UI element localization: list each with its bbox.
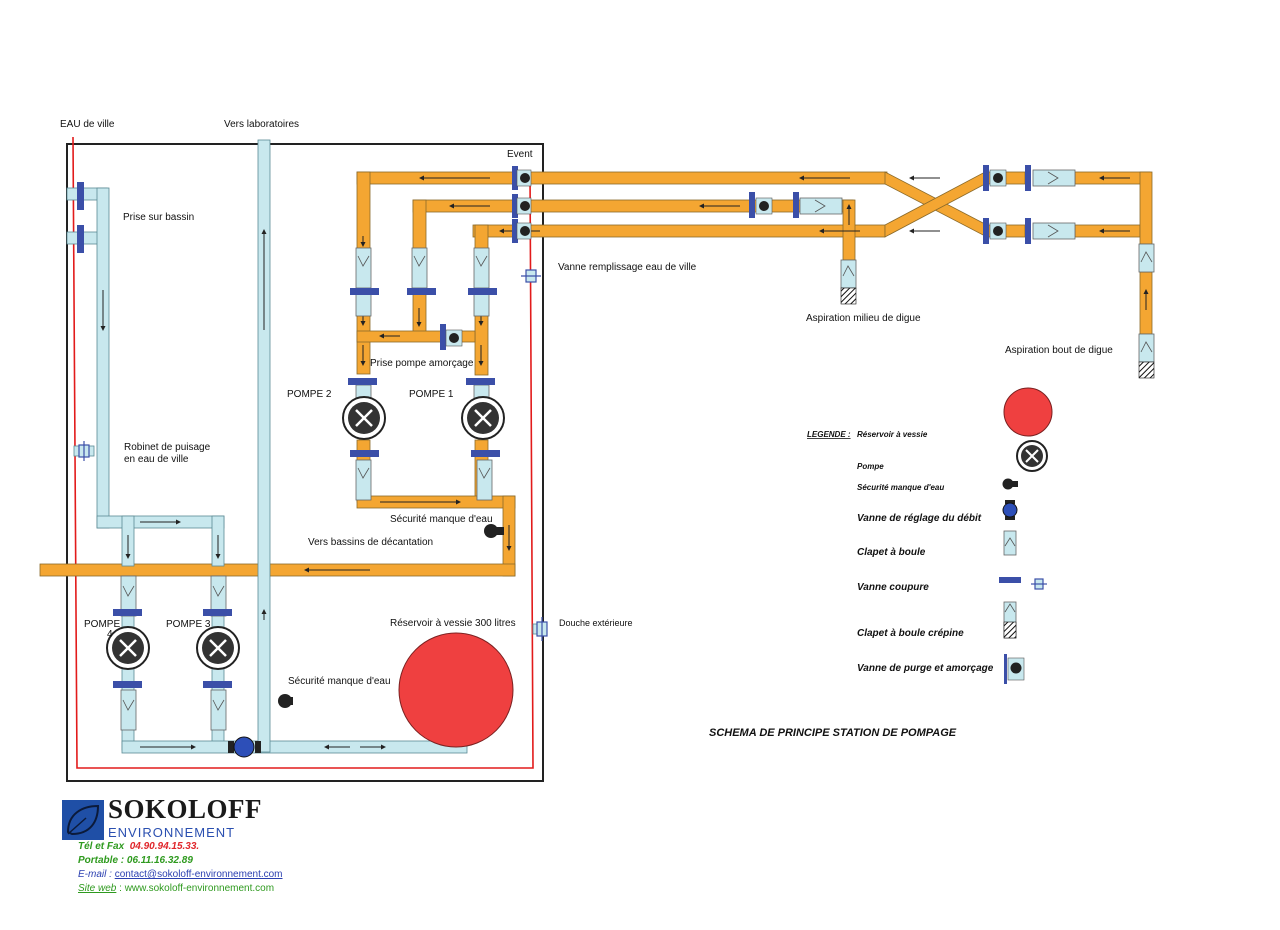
company-subtitle: ENVIRONNEMENT (108, 825, 236, 840)
company-logo (62, 800, 104, 840)
label-aspiration-milieu: Aspiration milieu de digue (806, 313, 921, 324)
label-securite-1: Sécurité manque d'eau (390, 514, 493, 525)
contact-web: Site web : www.sokoloff-environnement.co… (78, 883, 274, 894)
pump-2 (342, 396, 386, 440)
water-safety-switches (278, 478, 1018, 708)
web-link[interactable]: www.sokoloff-environnement.com (124, 883, 275, 894)
purge-valves (445, 169, 1025, 684)
label-pompe-4-2: 4 (107, 629, 113, 640)
legend-reservoir-icon (1003, 387, 1053, 437)
shutoff-valves (77, 165, 1031, 688)
web-separator: : (116, 883, 125, 894)
legend-pump-icon (1016, 440, 1048, 472)
legend: LEGENDE : Réservoir à vessie Pompe Sécur… (807, 430, 994, 674)
diagram-title: SCHEMA DE PRINCIPE STATION DE POMPAGE (709, 727, 957, 739)
label-vers-laboratoires: Vers laboratoires (224, 119, 299, 130)
label-pompe-4-1: POMPE (84, 619, 120, 630)
strainer-hatches (840, 287, 1155, 639)
legend-vanne-purge: Vanne de purge et amorçage (857, 663, 994, 674)
legend-flow-valve-icon (1002, 500, 1018, 520)
flow-regulating-valve (228, 736, 261, 758)
legend-reservoir: Réservoir à vessie (857, 430, 928, 439)
check-valve-marks (122, 171, 1153, 711)
company-name: SOKOLOFF (108, 794, 263, 824)
pump-4 (106, 626, 150, 670)
label-event: Event (507, 149, 533, 160)
legend-heading: LEGENDE : (807, 430, 851, 439)
label-aspiration-bout: Aspiration bout de digue (1005, 345, 1113, 356)
web-label: Site web (78, 883, 117, 894)
legend-clapet: Clapet à boule (857, 547, 926, 558)
legend-securite: Sécurité manque d'eau (857, 483, 944, 492)
pumps (106, 396, 1048, 670)
pump-3 (196, 626, 240, 670)
tel-number: 04.90.94.15.33. (129, 841, 200, 852)
label-securite-2: Sécurité manque d'eau (288, 676, 391, 687)
legend-clapet-crepine: Clapet à boule crépine (857, 628, 964, 639)
label-reservoir-300: Réservoir à vessie 300 litres (390, 618, 516, 629)
portable-number: Portable : 06.11.16.32.89 (78, 855, 193, 866)
check-valves (120, 169, 1155, 731)
legend-vanne-coupure: Vanne coupure (857, 582, 929, 593)
contact-email: E-mail : contact@sokoloff-environnement.… (78, 869, 283, 880)
bladder-reservoir (398, 632, 514, 748)
email-label: E-mail : (78, 869, 112, 880)
label-vanne-remplissage: Vanne remplissage eau de ville (558, 262, 697, 273)
contact-tel: Tél et Fax 04.90.94.15.33. (78, 841, 199, 852)
label-pompe-1: POMPE 1 (409, 389, 454, 400)
legend-pompe: Pompe (857, 462, 884, 471)
label-pompe-2: POMPE 2 (287, 389, 332, 400)
label-robinet-2: en eau de ville (124, 454, 189, 465)
tel-label: Tél et Fax (78, 841, 125, 852)
small-shutoff-valves (78, 269, 1047, 641)
label-vers-bassins: Vers bassins de décantation (308, 537, 433, 548)
label-pompe-3: POMPE 3 (166, 619, 211, 630)
label-robinet-1: Robinet de puisage (124, 442, 211, 453)
leaf-icon (66, 804, 100, 836)
email-link[interactable]: contact@sokoloff-environnement.com (114, 869, 283, 880)
label-prise-pompe-amorcage: Prise pompe amorçage (370, 358, 474, 369)
legend-vanne-reglage: Vanne de réglage du débit (857, 513, 982, 524)
pump-1 (461, 396, 505, 440)
label-eau-de-ville: EAU de ville (60, 119, 115, 130)
label-douche: Douche extérieure (559, 618, 633, 628)
contact-portable: Portable : 06.11.16.32.89 (78, 855, 193, 866)
building-outline (66, 143, 544, 782)
label-prise-sur-bassin: Prise sur bassin (123, 212, 194, 223)
